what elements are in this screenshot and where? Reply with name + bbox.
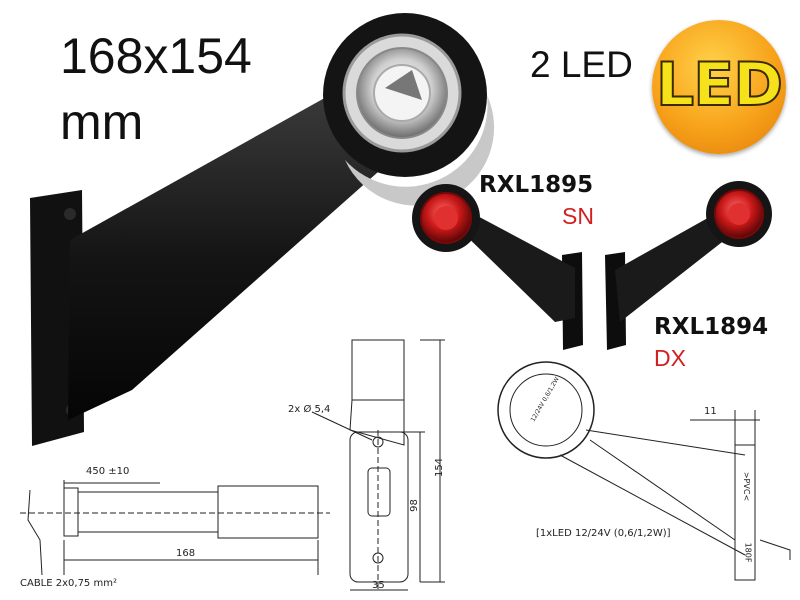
pvc-mark: >PVC< (742, 471, 752, 502)
cable-length-label: 450 ±10 (86, 466, 130, 477)
led-spec-label: [1xLED 12/24V (0,6/1,2W)] (536, 528, 671, 539)
drawing-right-view (497, 361, 791, 581)
lamp-rxl1895-photo (412, 184, 583, 350)
lamp-arm (68, 95, 378, 420)
led-badge-icon: LED (652, 20, 786, 154)
main-lamp-photo (30, 13, 495, 446)
height-label: 154 (434, 457, 446, 478)
led-badge-text: LED (655, 49, 784, 121)
inner-height-label: 98 (408, 499, 420, 512)
led-count-label: 2 LED (530, 44, 633, 85)
drawing-side-view (20, 480, 330, 576)
cable-label: CABLE 2x0,75 mm² (20, 578, 117, 589)
drawing-front-view (311, 339, 445, 591)
variant-side-left: SN (562, 203, 594, 229)
dimension-unit: mm (60, 94, 144, 150)
variant-code-right: RXL1894 (654, 314, 769, 340)
length-label: 168 (176, 548, 196, 559)
width-label: 35 (372, 580, 385, 591)
variant-code-left: RXL1895 (479, 172, 594, 198)
approval-mark: 180F (743, 542, 753, 563)
holes-label: 2x Ø 5,4 (288, 404, 331, 415)
variant-side-right: DX (654, 345, 686, 371)
dimension-headline: 168x154 (60, 28, 252, 84)
offset-label: 11 (704, 406, 717, 417)
lamp-rxl1894-photo (605, 181, 772, 350)
